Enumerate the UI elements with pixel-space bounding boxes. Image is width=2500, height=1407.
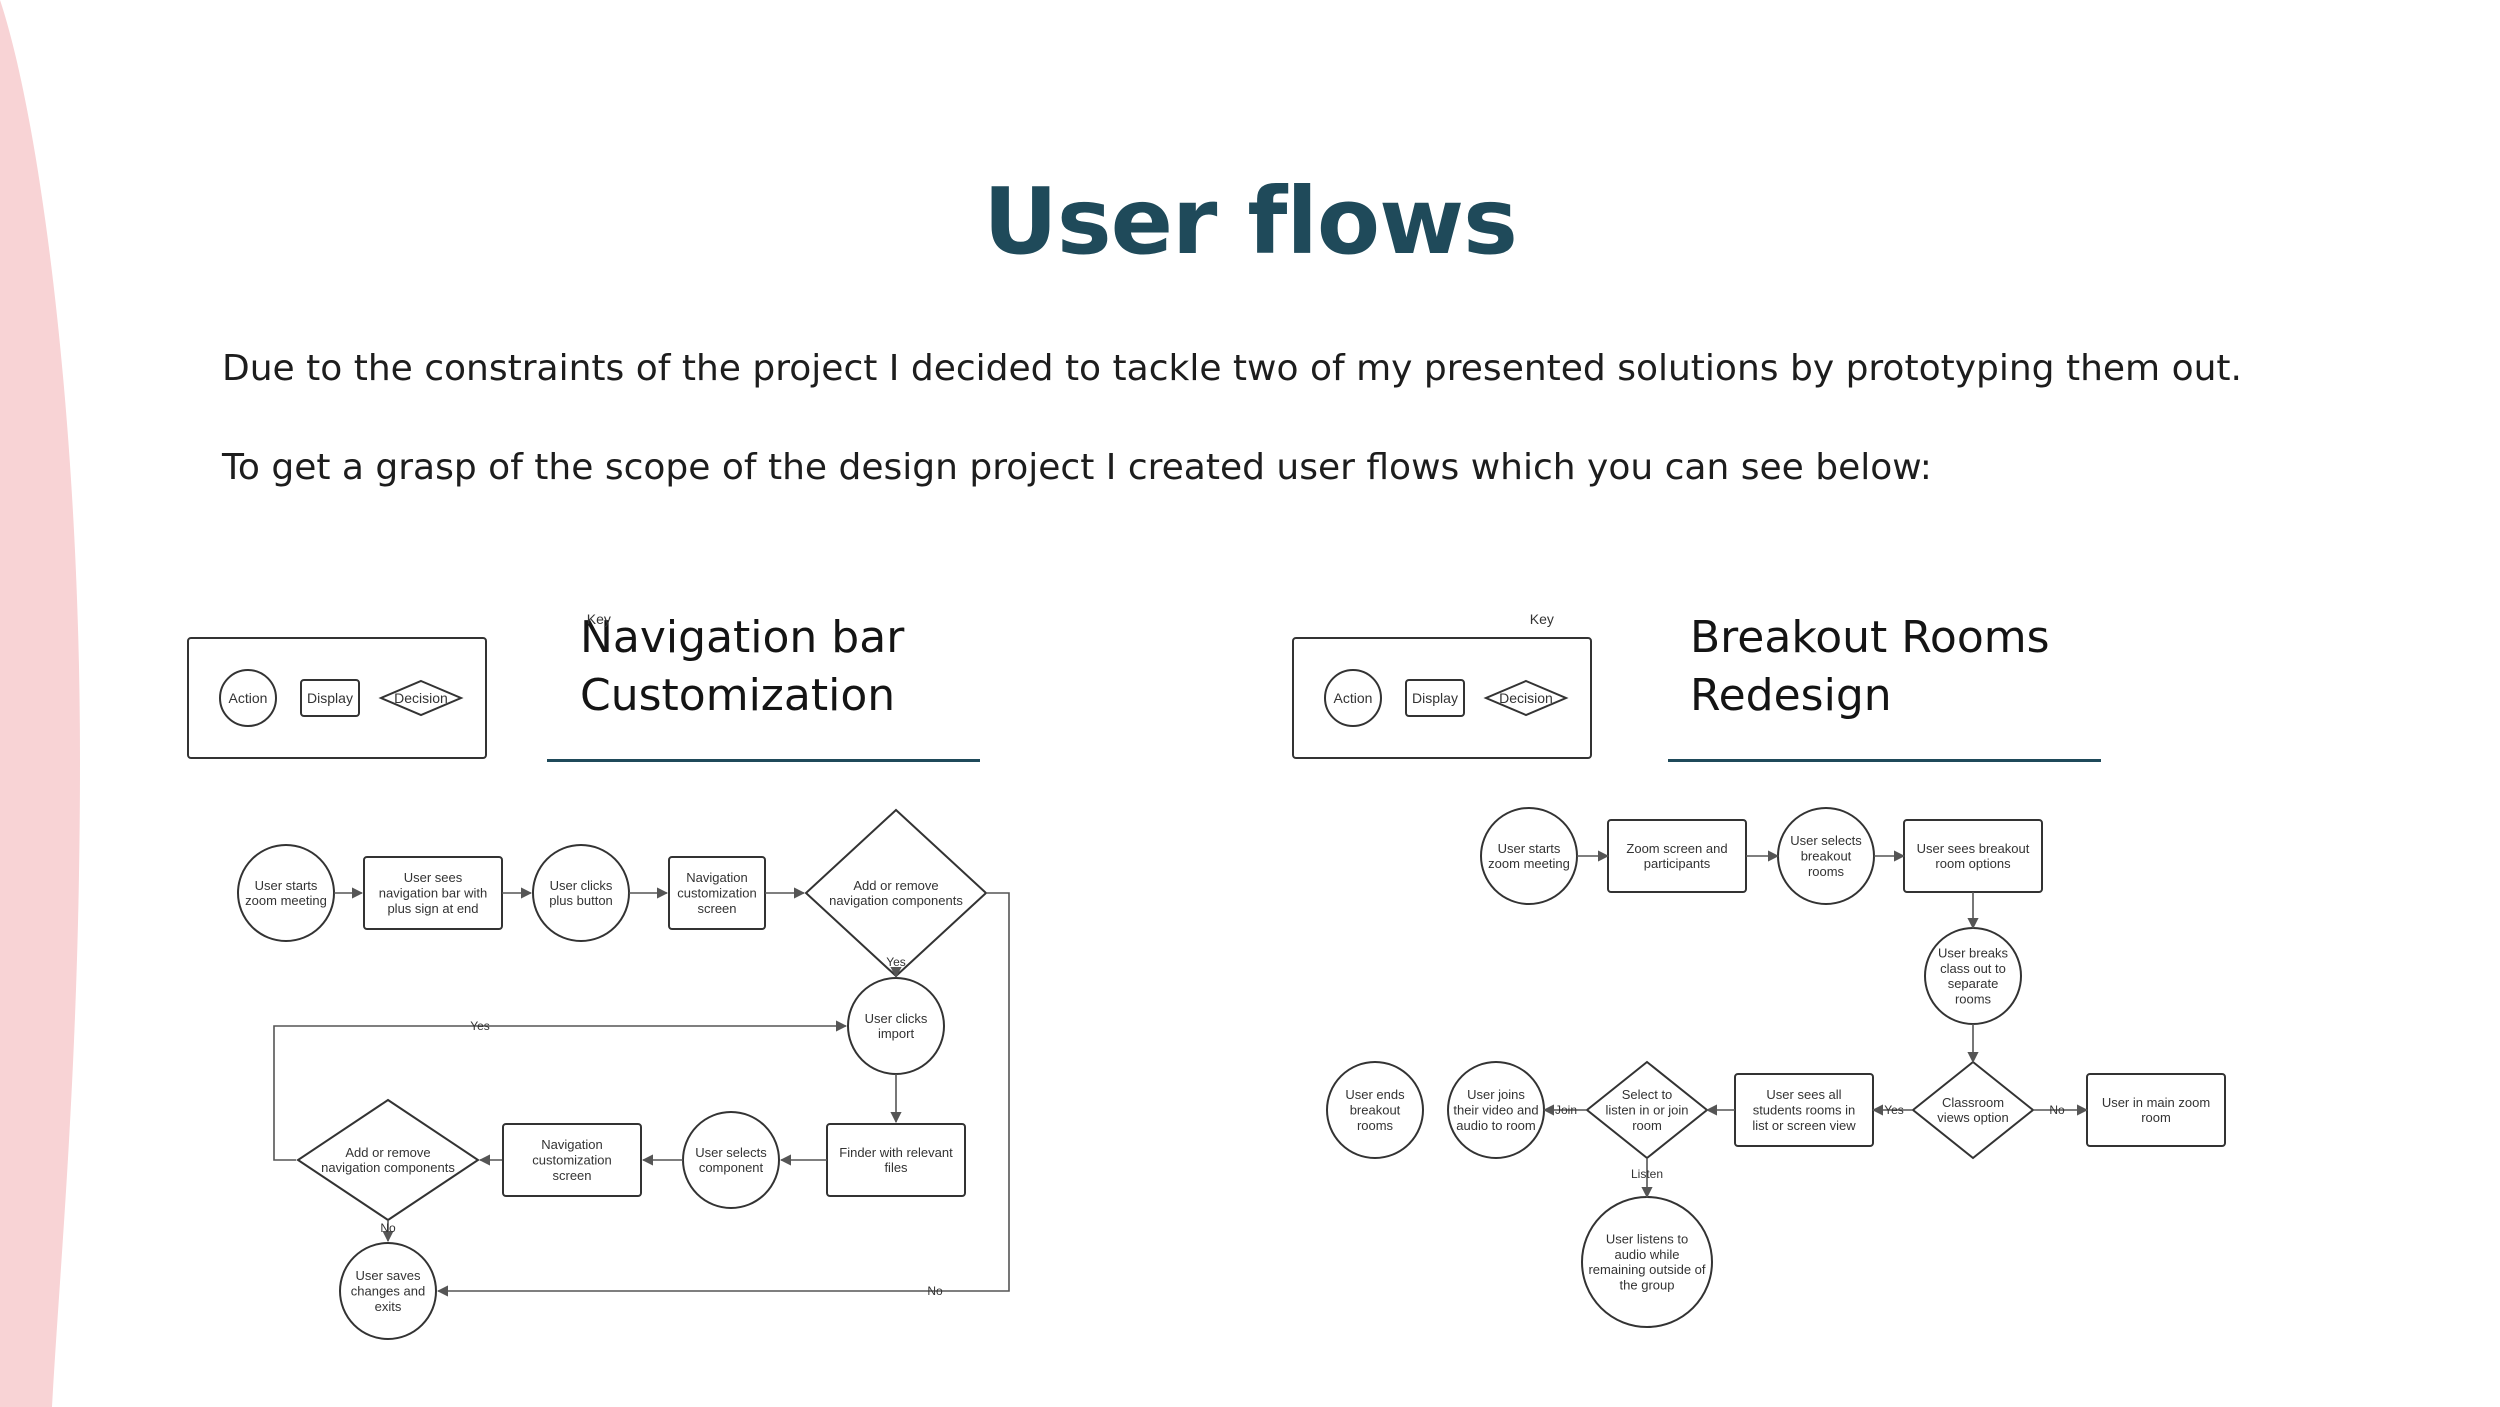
key-decision-label: Decision xyxy=(1499,690,1553,706)
key-action-shape xyxy=(219,669,277,727)
breakout-edge-label-join: Join xyxy=(1555,1103,1577,1117)
section-divider-breakout xyxy=(1668,759,2101,762)
intro-line-2: To get a grasp of the scope of the desig… xyxy=(222,447,1932,488)
key-action-label: Action xyxy=(229,690,268,706)
breakout-edge-label-no: No xyxy=(2049,1103,2065,1117)
key-decision-shape xyxy=(1483,679,1569,717)
breakout-edge-label-yes: Yes xyxy=(1884,1103,1904,1117)
key-decision-shape xyxy=(378,679,464,717)
breakout-node-b11 xyxy=(1326,1061,1424,1159)
key-decision-label: Decision xyxy=(394,690,448,706)
key-action-shape xyxy=(1324,669,1382,727)
breakout-edge-label-listen: Listen xyxy=(1631,1167,1663,1181)
section-title-breakout: Breakout Rooms Redesign xyxy=(1690,612,2050,721)
nav-edge-label-no-2: No xyxy=(927,1284,943,1298)
intro-line-1: Due to the constraints of the project I … xyxy=(222,348,2242,389)
section-title-navigation: Navigation bar Customization xyxy=(580,612,905,721)
nav-edge-label-yes-1: Yes xyxy=(886,955,906,969)
key-title: Key xyxy=(1530,611,1554,627)
key-display-shape xyxy=(1405,679,1465,717)
nav-edge-label-yes-2: Yes xyxy=(470,1019,490,1033)
nav-edge-label-no-1: No xyxy=(380,1221,396,1235)
key-title: Key xyxy=(587,611,611,627)
breakout-node-b6 xyxy=(1911,1060,2035,1160)
nav-edge-14 xyxy=(436,892,1010,1297)
page-title: User flows xyxy=(983,168,1518,275)
key-display-shape xyxy=(300,679,360,717)
section-divider-navigation xyxy=(547,759,980,762)
key-action-label: Action xyxy=(1334,690,1373,706)
nav-node-n11 xyxy=(339,1242,437,1340)
key-display-label: Display xyxy=(1412,690,1458,706)
nav-edge-12 xyxy=(273,1020,848,1161)
key-display-label: Display xyxy=(307,690,353,706)
decorative-curve xyxy=(0,0,80,1407)
nav-node-n9 xyxy=(502,1123,642,1197)
